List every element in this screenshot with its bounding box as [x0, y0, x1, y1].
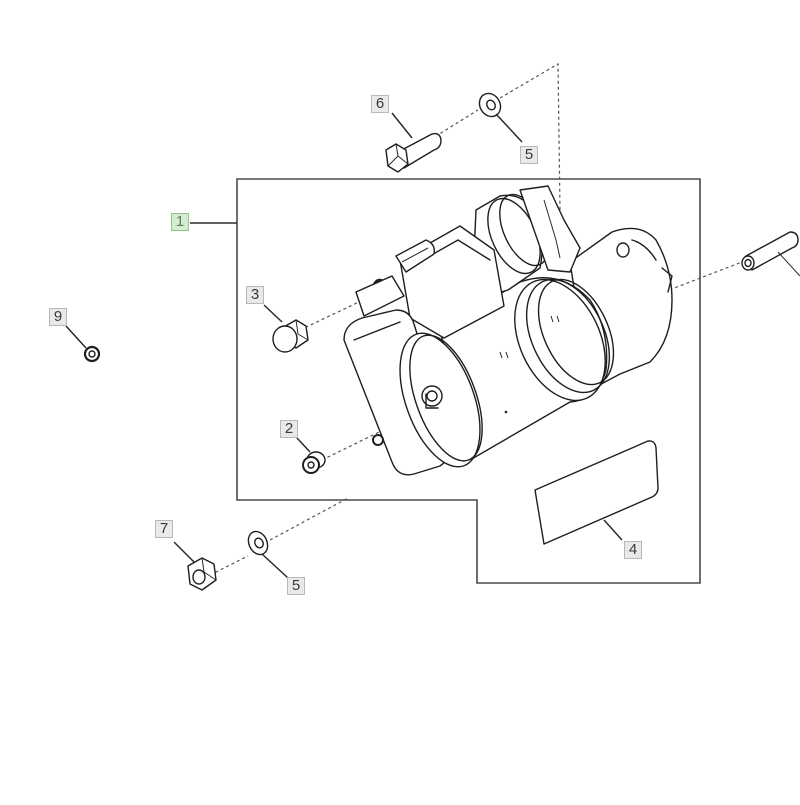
callout-1[interactable]: 1	[171, 213, 189, 231]
leader-lines	[65, 112, 623, 579]
hex-nut-part[interactable]	[187, 557, 217, 591]
callout-9[interactable]: 9	[49, 308, 67, 326]
callout-5-lower[interactable]: 5	[287, 577, 305, 595]
terminal-nut-part[interactable]	[302, 451, 326, 474]
callout-2[interactable]: 2	[280, 420, 298, 438]
small-nut-part[interactable]	[83, 345, 101, 363]
callout-6[interactable]: 6	[371, 95, 389, 113]
callout-4[interactable]: 4	[624, 541, 642, 559]
callout-7[interactable]: 7	[155, 520, 173, 538]
callout-3[interactable]: 3	[246, 286, 264, 304]
cap-nut-part[interactable]	[272, 319, 309, 353]
callout-5-upper[interactable]: 5	[520, 146, 538, 164]
dowel-pin-part[interactable]	[741, 231, 800, 277]
label-decal-part[interactable]	[534, 440, 659, 545]
washer-lower-part[interactable]	[245, 528, 271, 557]
assembly-lines	[209, 62, 743, 576]
starter-motor-part[interactable]	[343, 185, 673, 477]
washer-upper-part[interactable]	[475, 90, 504, 121]
cap-screw-part[interactable]	[385, 132, 442, 173]
assembly-frame	[236, 178, 701, 584]
